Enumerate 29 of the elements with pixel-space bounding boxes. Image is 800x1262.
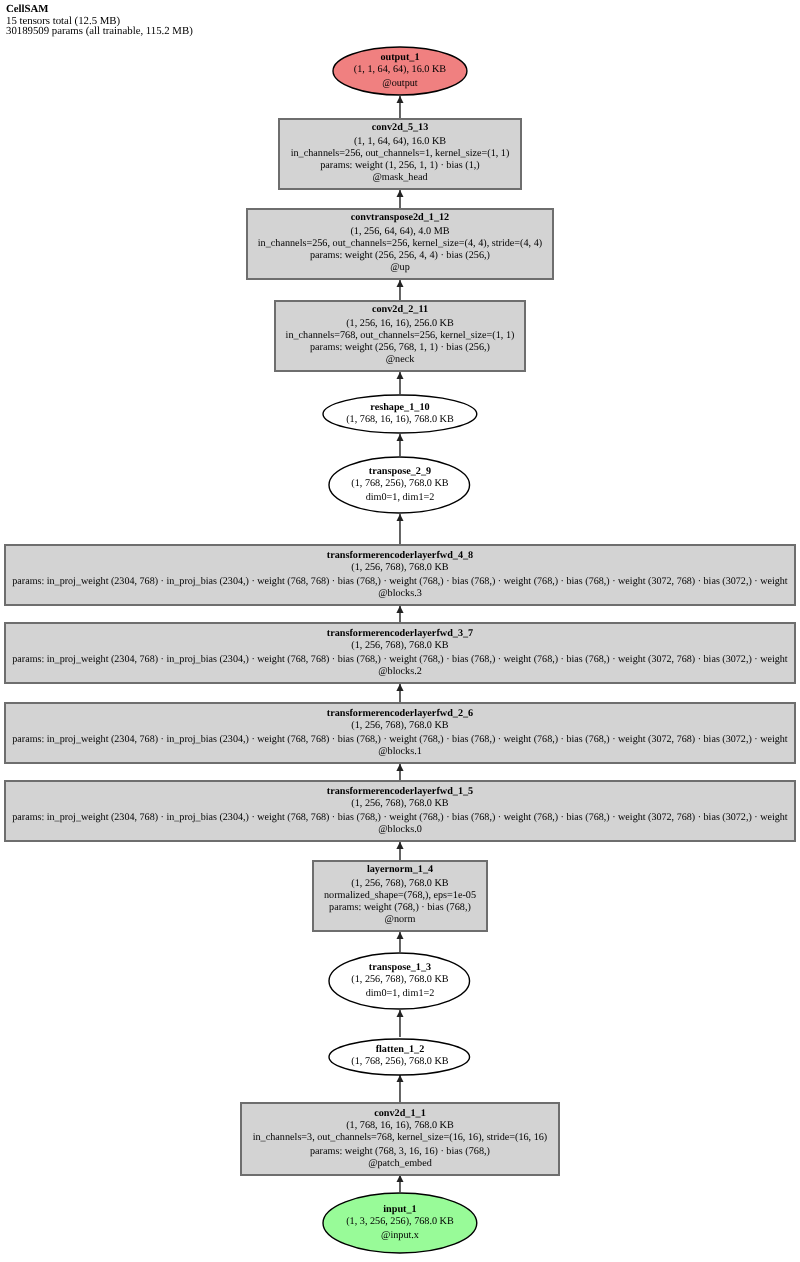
- arrow: [396, 1074, 404, 1104]
- tensor-ellipse: [328, 1037, 472, 1075]
- arrow: [396, 683, 404, 703]
- layer-box: [4, 622, 796, 684]
- tensor-ellipse: [322, 1192, 478, 1254]
- tensor-ellipse: [332, 46, 468, 96]
- tensor-ellipse: [322, 394, 478, 434]
- arrow: [396, 1009, 404, 1038]
- arrow: [396, 605, 404, 623]
- arrow: [396, 763, 404, 781]
- arrow: [396, 95, 404, 119]
- tensor-ellipse: [328, 952, 472, 1010]
- layer-box: [311, 859, 489, 932]
- arrow: [396, 931, 404, 953]
- layer-box: [273, 299, 527, 372]
- layer-box: [278, 117, 522, 190]
- arrow: [396, 513, 404, 545]
- layer-box: [4, 544, 796, 606]
- layer-box: [4, 702, 796, 764]
- layer-box: [245, 207, 555, 280]
- arrow: [396, 279, 404, 301]
- tensor-ellipse: [328, 456, 472, 514]
- layer-box: [4, 780, 796, 842]
- arrow: [396, 841, 404, 861]
- arrow: [396, 371, 404, 395]
- arrow: [396, 189, 404, 209]
- layer-box: [240, 1102, 560, 1175]
- arrow: [396, 433, 404, 457]
- arrow: [396, 1174, 404, 1193]
